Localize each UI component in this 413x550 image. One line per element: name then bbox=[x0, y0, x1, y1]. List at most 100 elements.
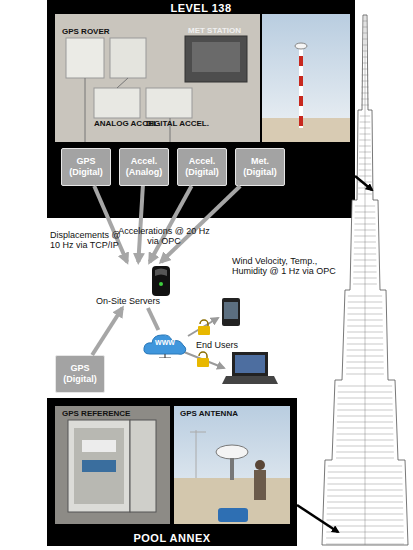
data-stream-box: GPS (Digital) bbox=[55, 355, 105, 393]
edge-label: Accelerations @ 20 Hz via OPC bbox=[118, 226, 210, 246]
floor-line bbox=[348, 308, 383, 309]
floor-line bbox=[360, 128, 371, 129]
floor-line bbox=[347, 356, 384, 357]
data-stream-box: GPS (Digital) bbox=[61, 148, 111, 186]
floor-line bbox=[359, 158, 371, 159]
floor-line bbox=[336, 446, 393, 447]
floor-line bbox=[361, 99, 369, 100]
floor-line bbox=[327, 508, 403, 509]
node-text: GPS (Digital) bbox=[62, 156, 110, 178]
floor-line bbox=[336, 452, 394, 453]
floor-line bbox=[347, 326, 383, 327]
floor-line bbox=[327, 496, 403, 497]
floor-line bbox=[347, 332, 383, 333]
floor-line bbox=[361, 105, 369, 106]
data-flow-arrow bbox=[150, 186, 192, 262]
floor-line bbox=[358, 182, 371, 183]
floor-line bbox=[359, 152, 371, 153]
floor-line bbox=[360, 116, 370, 117]
floor-line bbox=[358, 188, 371, 189]
floor-line bbox=[360, 122, 371, 123]
data-flow-arrow bbox=[148, 308, 158, 330]
photo-label: DIGITAL ACCEL. bbox=[146, 119, 209, 128]
floor-line bbox=[359, 176, 372, 177]
floor-line bbox=[347, 350, 384, 351]
floor-line bbox=[359, 146, 371, 147]
floor-line bbox=[362, 69, 368, 70]
floor-line bbox=[353, 272, 376, 273]
floor-line bbox=[354, 260, 377, 261]
floor-line bbox=[327, 514, 404, 515]
floor-line bbox=[338, 386, 392, 387]
server-bezel bbox=[155, 269, 167, 277]
floor-line bbox=[347, 344, 383, 345]
pointer-arrow bbox=[355, 176, 372, 190]
photo-label: GPS ROVER bbox=[62, 27, 110, 36]
floor-line bbox=[326, 526, 403, 527]
floor-line bbox=[353, 278, 376, 279]
server-body bbox=[152, 266, 170, 296]
floor-line bbox=[327, 484, 402, 485]
floor-line bbox=[362, 45, 367, 46]
floor-line bbox=[362, 81, 369, 82]
floor-line bbox=[338, 398, 393, 399]
node-text: On-Site Servers bbox=[96, 296, 160, 306]
panel-title: LEVEL 138 bbox=[47, 2, 355, 14]
floor-line bbox=[354, 266, 377, 267]
server-led bbox=[159, 282, 163, 286]
phone-icon bbox=[222, 298, 240, 326]
data-flow-arrow bbox=[138, 186, 143, 262]
floor-line bbox=[348, 296, 382, 297]
floor-line bbox=[347, 338, 383, 339]
node-text: Accel. (Analog) bbox=[120, 156, 168, 178]
floor-line bbox=[327, 490, 402, 491]
floor-line bbox=[337, 422, 393, 423]
floor-line bbox=[337, 416, 393, 417]
data-stream-box: Accel. (Analog) bbox=[119, 148, 169, 186]
pointer-arrow bbox=[297, 505, 338, 532]
floor-line bbox=[326, 538, 404, 539]
floor-line bbox=[358, 194, 372, 195]
floor-line bbox=[355, 212, 376, 213]
floor-line bbox=[355, 206, 375, 207]
panel-title: POOL ANNEX bbox=[47, 532, 297, 544]
floor-line bbox=[337, 404, 392, 405]
floor-line bbox=[346, 362, 383, 363]
floor-line bbox=[337, 434, 394, 435]
floor-line bbox=[336, 458, 394, 459]
floor-line bbox=[361, 87, 368, 88]
floor-line bbox=[347, 314, 382, 315]
laptop-icon bbox=[222, 352, 278, 384]
floor-line bbox=[362, 51, 368, 52]
floor-line bbox=[362, 63, 368, 64]
photo-label: GPS REFERENCE bbox=[62, 409, 130, 418]
node-text: Met. (Digital) bbox=[236, 156, 284, 178]
floor-line bbox=[327, 520, 404, 521]
floor-line bbox=[328, 472, 403, 473]
data-flow-arrow bbox=[94, 186, 127, 262]
floor-line bbox=[354, 248, 376, 249]
floor-line bbox=[348, 302, 383, 303]
group-label: End Users bbox=[196, 340, 238, 350]
data-stream-box: Met. (Digital) bbox=[235, 148, 285, 186]
node-text: WWW bbox=[142, 339, 188, 346]
floor-line bbox=[359, 170, 372, 171]
photo-label: MET STATION bbox=[188, 26, 241, 35]
floor-line bbox=[362, 39, 367, 40]
data-flow-arrow bbox=[92, 308, 122, 355]
floor-line bbox=[362, 57, 368, 58]
floor-line bbox=[328, 478, 403, 479]
server-icon bbox=[146, 264, 176, 298]
floor-line bbox=[328, 466, 402, 467]
photo-label: GPS ANTENNA bbox=[180, 409, 238, 418]
floor-line bbox=[355, 218, 376, 219]
floor-line bbox=[347, 320, 382, 321]
floor-line bbox=[354, 236, 376, 237]
node-text: GPS (Digital) bbox=[56, 363, 104, 385]
floor-line bbox=[326, 544, 404, 545]
floor-line bbox=[337, 410, 393, 411]
floor-line bbox=[363, 21, 367, 22]
floor-line bbox=[359, 164, 371, 165]
floor-line bbox=[337, 428, 393, 429]
floor-line bbox=[353, 284, 377, 285]
